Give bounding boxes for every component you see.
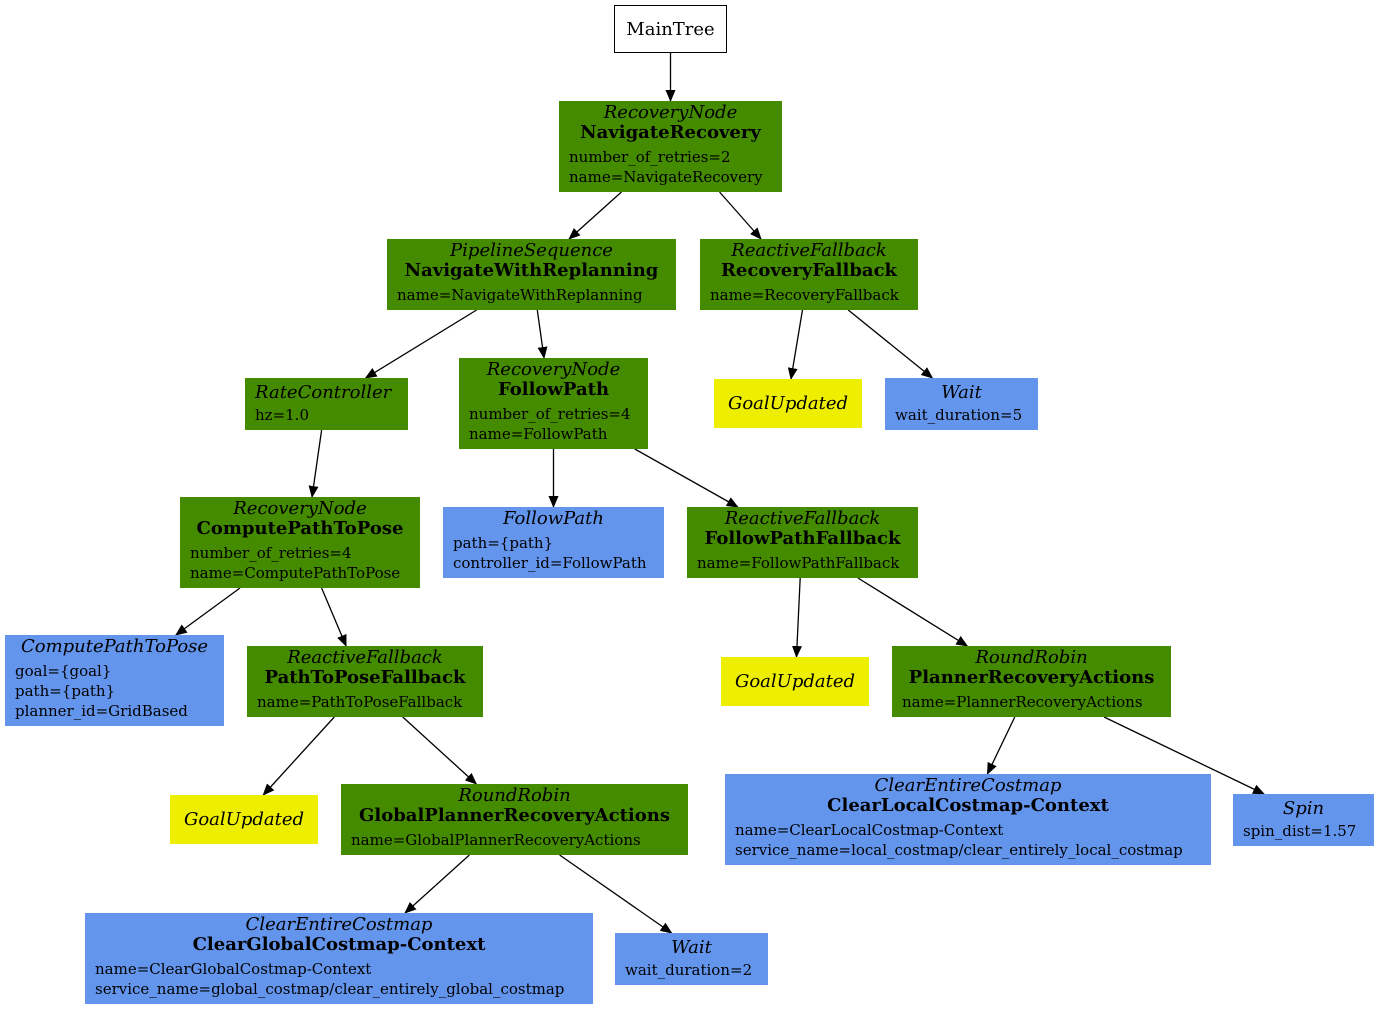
node-type: GoalUpdated	[183, 808, 305, 830]
edge-navigate_recovery-to-recovery_fallback	[719, 191, 762, 240]
node-type: PipelineSequence	[450, 240, 613, 261]
follow-path-recovery-node: RecoveryNode FollowPath number_of_retrie…	[459, 358, 648, 449]
node-param: path={path}	[15, 682, 116, 700]
node-type: ReactiveFallback	[287, 647, 443, 668]
node-param: name=ClearGlobalCostmap-Context	[95, 960, 372, 978]
edge-planner_recovery_actions-to-spin	[1103, 716, 1265, 795]
node-type: FollowPath	[503, 508, 604, 529]
node-param: name=PathToPoseFallback	[257, 693, 463, 711]
node-name: FollowPathFallback	[704, 528, 901, 549]
edge-rate_controller-to-compute_path_recovery	[308, 429, 323, 498]
path-to-pose-fallback-node: ReactiveFallback PathToPoseFallback name…	[247, 646, 483, 717]
node-name: ClearLocalCostmap-Context	[827, 795, 1109, 816]
edge-global_planner_recovery_actions-to-clear_global_costmap	[404, 854, 470, 914]
navigate-with-replanning-node: PipelineSequence NavigateWithReplanning …	[387, 239, 676, 310]
node-type: Wait	[941, 382, 982, 403]
edge-follow_path_recovery-to-follow_path_fallback	[634, 448, 739, 508]
node-param: number_of_retries=2	[569, 148, 731, 166]
node-param: goal={goal}	[15, 662, 112, 680]
spin-node: Spin spin_dist=1.57	[1233, 794, 1374, 846]
node-type: GoalUpdated	[727, 392, 849, 414]
edge-path_to_pose_fallback-to-goal_updated_2	[262, 716, 335, 796]
node-type: RecoveryNode	[486, 359, 621, 380]
node-type: GoalUpdated	[734, 670, 856, 692]
node-name: PlannerRecoveryActions	[908, 667, 1155, 688]
edge-navigate_with_replanning-to-rate_controller	[364, 309, 477, 379]
node-param: controller_id=FollowPath	[453, 554, 647, 572]
edge-path_to_pose_fallback-to-global_planner_recovery_actions	[402, 716, 478, 785]
compute-path-recovery-node: RecoveryNode ComputePathToPose number_of…	[180, 497, 420, 588]
node-name: PathToPoseFallback	[264, 667, 466, 688]
node-param: name=FollowPath	[469, 425, 608, 443]
clear-local-costmap-node: ClearEntireCostmap ClearLocalCostmap-Con…	[725, 774, 1211, 865]
node-name: ClearGlobalCostmap-Context	[192, 934, 486, 955]
node-param: name=NavigateRecovery	[569, 168, 763, 186]
node-type: RecoveryNode	[603, 102, 738, 123]
node-param: name=PlannerRecoveryActions	[902, 693, 1143, 711]
edge-recovery_fallback-to-goal_updated_1	[787, 309, 804, 380]
main-tree-node: MainTree	[614, 5, 727, 53]
edge-compute_path_recovery-to-path_to_pose_fallback	[321, 587, 347, 647]
node-param: number_of_retries=4	[190, 544, 352, 562]
recovery-fallback-node: ReactiveFallback RecoveryFallback name=R…	[700, 239, 918, 310]
compute-path-action-node: ComputePathToPose goal={goal} path={path…	[5, 635, 224, 726]
edge-follow_path_fallback-to-goal_updated_3	[792, 577, 802, 658]
node-type: Wait	[671, 937, 712, 958]
node-type: ComputePathToPose	[20, 636, 209, 657]
goal-updated-node: GoalUpdated	[714, 379, 862, 428]
node-type: Spin	[1282, 798, 1325, 819]
node-name: NavigateWithReplanning	[404, 260, 659, 281]
node-type: ClearEntireCostmap	[245, 914, 433, 935]
follow-path-fallback-node: ReactiveFallback FollowPathFallback name…	[687, 507, 918, 578]
node-param: number_of_retries=4	[469, 405, 631, 423]
node-type: RateController	[255, 382, 392, 403]
node-param: name=NavigateWithReplanning	[397, 286, 643, 304]
node-param: wait_duration=5	[895, 406, 1023, 424]
node-type: RecoveryNode	[233, 498, 367, 519]
node-type: ReactiveFallback	[731, 240, 887, 261]
wait-node: Wait wait_duration=2	[615, 933, 768, 985]
follow-path-action-node: FollowPath path={path} controller_id=Fol…	[443, 507, 664, 578]
goal-updated-node: GoalUpdated	[170, 795, 318, 844]
node-type: RoundRobin	[458, 785, 571, 806]
node-param: name=GlobalPlannerRecoveryActions	[351, 831, 641, 849]
edge-navigate_with_replanning-to-follow_path_recovery	[536, 309, 548, 359]
global-planner-recovery-actions-node: RoundRobin GlobalPlannerRecoveryActions …	[341, 784, 688, 855]
planner-recovery-actions-node: RoundRobin PlannerRecoveryActions name=P…	[892, 646, 1171, 717]
node-name: GlobalPlannerRecoveryActions	[359, 805, 670, 826]
main-tree-label: MainTree	[626, 18, 715, 40]
node-name: ComputePathToPose	[196, 518, 404, 539]
node-param: name=ComputePathToPose	[190, 564, 401, 582]
node-param: name=RecoveryFallback	[710, 286, 899, 304]
node-param: wait_duration=2	[625, 961, 753, 979]
edge-compute_path_recovery-to-compute_path_action	[175, 587, 241, 636]
node-name: FollowPath	[497, 379, 610, 400]
edge-navigate_recovery-to-navigate_with_replanning	[568, 191, 622, 240]
clear-global-costmap-node: ClearEntireCostmap ClearGlobalCostmap-Co…	[85, 913, 593, 1004]
node-param: service_name=global_costmap/clear_entire…	[95, 980, 565, 998]
edge-planner_recovery_actions-to-clear_local_costmap	[986, 716, 1016, 775]
node-type: ReactiveFallback	[724, 508, 881, 529]
node-type: RoundRobin	[975, 647, 1088, 668]
node-param: path={path}	[453, 534, 554, 552]
node-param: name=FollowPathFallback	[697, 554, 900, 572]
rate-controller-node: RateController hz=1.0	[245, 378, 408, 430]
node-param: spin_dist=1.57	[1243, 822, 1357, 840]
node-name: NavigateRecovery	[580, 122, 761, 143]
edge-global_planner_recovery_actions-to-wait_2	[559, 854, 673, 934]
edge-follow_path_fallback-to-planner_recovery_actions	[857, 577, 969, 647]
edge-recovery_fallback-to-wait_1	[847, 309, 934, 379]
goal-updated-node: GoalUpdated	[721, 657, 869, 706]
node-param: service_name=local_costmap/clear_entirel…	[735, 841, 1183, 859]
wait-node: Wait wait_duration=5	[885, 378, 1038, 430]
node-type: ClearEntireCostmap	[874, 775, 1062, 796]
node-param: name=ClearLocalCostmap-Context	[735, 821, 1004, 839]
node-name: RecoveryFallback	[720, 260, 898, 281]
node-param: planner_id=GridBased	[15, 702, 188, 720]
navigate-recovery-node: RecoveryNode NavigateRecovery number_of_…	[559, 101, 782, 192]
node-param: hz=1.0	[255, 406, 309, 424]
